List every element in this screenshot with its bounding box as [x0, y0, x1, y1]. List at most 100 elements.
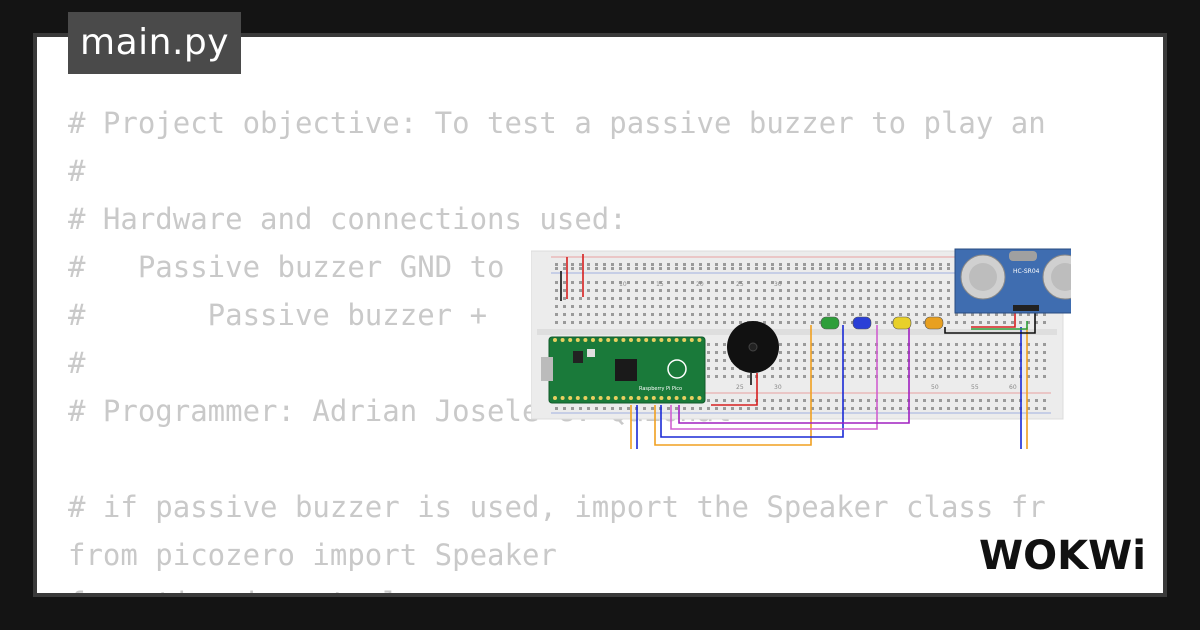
hc-sr04-sensor[interactable]: HC-SR04 — [954, 248, 1071, 314]
file-tab[interactable]: main.py — [68, 12, 242, 74]
breadboard-hole — [611, 267, 614, 270]
breadboard-hole — [619, 305, 622, 308]
pico-pin — [651, 396, 656, 400]
breadboard-hole — [603, 321, 606, 324]
breadboard-hole — [979, 367, 982, 370]
breadboard-hole — [931, 375, 934, 378]
breadboard-hole — [803, 375, 806, 378]
breadboard-hole — [835, 289, 838, 292]
breadboard-hole — [803, 263, 806, 266]
breadboard-hole — [947, 407, 950, 410]
led[interactable] — [819, 316, 840, 330]
breadboard-hole — [619, 289, 622, 292]
breadboard-hole — [675, 267, 678, 270]
breadboard-hole — [779, 267, 782, 270]
breadboard-hole — [803, 343, 806, 346]
breadboard-hole — [715, 407, 718, 410]
code-editor[interactable]: # Project objective: To test a passive b… — [68, 99, 1138, 593]
breadboard-hole — [603, 313, 606, 316]
breadboard-hole — [843, 321, 846, 324]
breadboard-hole — [627, 305, 630, 308]
breadboard-hole — [731, 281, 734, 284]
breadboard-hole — [819, 359, 822, 362]
breadboard-hole — [851, 343, 854, 346]
led[interactable] — [923, 316, 944, 330]
breadboard-hole — [1027, 367, 1030, 370]
breadboard-hole — [587, 267, 590, 270]
breadboard-hole — [1027, 313, 1030, 316]
breadboard-hole — [699, 305, 702, 308]
led[interactable] — [851, 316, 872, 330]
breadboard-hole — [939, 305, 942, 308]
breadboard-hole — [803, 399, 806, 402]
breadboard-hole — [979, 351, 982, 354]
breadboard-hole — [787, 267, 790, 270]
pico-pin — [674, 396, 679, 400]
breadboard-hole — [891, 375, 894, 378]
breadboard-hole — [771, 399, 774, 402]
breadboard-hole — [875, 281, 878, 284]
breadboard-hole — [971, 351, 974, 354]
pico-pin — [629, 338, 633, 342]
breadboard-hole — [691, 313, 694, 316]
breadboard-hole — [811, 321, 814, 324]
breadboard-hole — [659, 313, 662, 316]
breadboard-hole — [715, 313, 718, 316]
wire-orange-led — [654, 325, 812, 446]
ruler-top-label: 30 — [774, 281, 782, 288]
breadboard-hole — [563, 263, 566, 266]
breadboard-hole — [1011, 407, 1014, 410]
breadboard-hole — [915, 297, 918, 300]
breadboard-hole — [979, 313, 982, 316]
pico-pin — [629, 396, 633, 400]
breadboard-hole — [867, 343, 870, 346]
breadboard-hole — [899, 267, 902, 270]
breadboard-hole — [947, 343, 950, 346]
breadboard-hole — [611, 281, 614, 284]
breadboard-hole — [1003, 399, 1006, 402]
breadboard-hole — [651, 263, 654, 266]
passive-buzzer[interactable] — [727, 321, 779, 373]
breadboard-hole — [747, 281, 750, 284]
breadboard-hole — [643, 263, 646, 266]
breadboard-hole — [683, 289, 686, 292]
wire-purple-led — [678, 325, 910, 424]
breadboard-hole — [859, 351, 862, 354]
breadboard-hole — [707, 281, 710, 284]
led[interactable] — [891, 316, 912, 330]
breadboard-hole — [587, 289, 590, 292]
pico-board[interactable]: Raspberry Pi Pico — [541, 336, 706, 404]
breadboard-hole — [779, 305, 782, 308]
breadboard-hole — [619, 321, 622, 324]
breadboard-hole — [867, 367, 870, 370]
breadboard-hole — [1035, 351, 1038, 354]
breadboard-hole — [739, 313, 742, 316]
breadboard-hole — [859, 399, 862, 402]
breadboard-hole — [851, 407, 854, 410]
breadboard-hole — [971, 321, 974, 324]
breadboard-hole — [891, 289, 894, 292]
breadboard-hole — [875, 321, 878, 324]
breadboard-hole — [883, 321, 886, 324]
breadboard-hole — [923, 263, 926, 266]
breadboard-hole — [875, 297, 878, 300]
breadboard-hole — [915, 367, 918, 370]
breadboard-hole — [867, 351, 870, 354]
breadboard-hole — [771, 321, 774, 324]
breadboard-hole — [683, 281, 686, 284]
breadboard-hole — [827, 305, 830, 308]
breadboard-hole — [915, 407, 918, 410]
breadboard-hole — [731, 367, 734, 370]
breadboard-hole — [771, 289, 774, 292]
pico-pin — [591, 338, 595, 342]
pico-pin — [636, 338, 641, 342]
breadboard-hole — [611, 313, 614, 316]
breadboard-hole — [627, 313, 630, 316]
breadboard-hole — [603, 267, 606, 270]
breadboard-hole — [563, 267, 566, 270]
breadboard-hole — [819, 407, 822, 410]
breadboard-hole — [987, 407, 990, 410]
breadboard-hole — [979, 343, 982, 346]
code-panel: # Project objective: To test a passive b… — [37, 37, 1163, 593]
breadboard-hole — [915, 267, 918, 270]
